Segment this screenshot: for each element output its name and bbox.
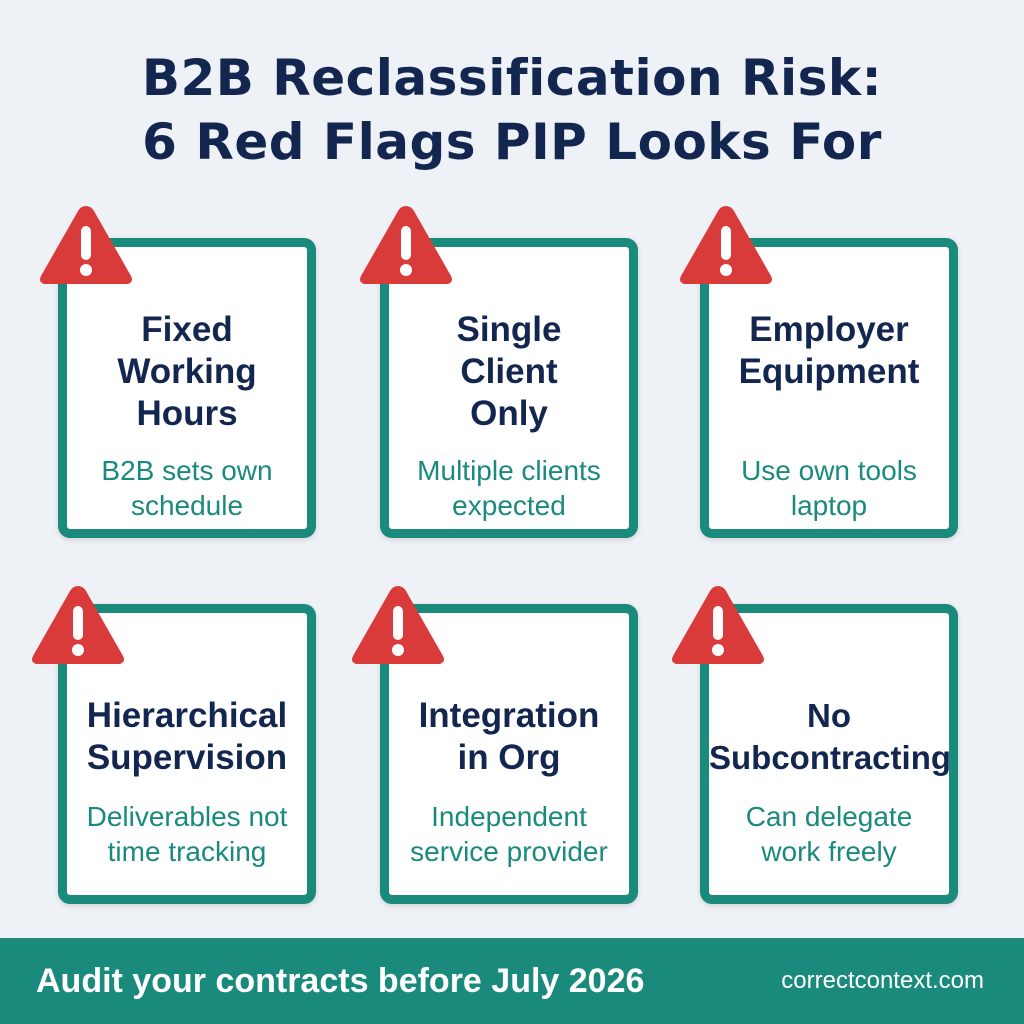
title-line-1: B2B Reclassification Risk:: [141, 49, 883, 107]
card-title: Integration in Org: [418, 696, 600, 777]
footer-website: correctcontext.com: [781, 967, 984, 994]
footer-call-to-action: Audit your contracts before July 2026: [36, 962, 645, 1000]
card-title: Hierarchical Supervision: [86, 696, 288, 777]
card-description: Independent service provider: [410, 801, 608, 867]
card-title: Fixed Working Hours: [117, 310, 257, 433]
card-description: Can delegate work freely: [745, 801, 913, 867]
card-description: Use own tools laptop: [741, 455, 917, 521]
red-flag-card-no-subcontracting: No Subcontracting Can delegate work free…: [700, 604, 958, 904]
red-flag-card-employer-equipment: Employer Equipment Use own tools laptop: [700, 238, 958, 538]
red-flag-card-integration-in-org: Integration in Org Independent service p…: [380, 604, 638, 904]
card-title: Employer Equipment: [738, 310, 920, 391]
card-title: No Subcontracting: [709, 697, 952, 776]
card-description: B2B sets own schedule: [101, 455, 273, 521]
red-flag-card-single-client-only: Single Client Only Multiple clients expe…: [380, 238, 638, 538]
red-flag-card-fixed-working-hours: Fixed Working Hours B2B sets own schedul…: [58, 238, 316, 538]
warning-triangle-icon: [672, 586, 764, 664]
warning-triangle-icon: [32, 586, 124, 664]
page-title: B2B Reclassification Risk: 6 Red Flags P…: [0, 46, 1024, 174]
warning-triangle-icon: [352, 586, 444, 664]
card-description: Multiple clients expected: [417, 455, 601, 521]
warning-triangle-icon: [680, 206, 772, 284]
footer-banner: Audit your contracts before July 2026 co…: [0, 938, 1024, 1024]
card-title: Single Client Only: [456, 310, 562, 433]
warning-triangle-icon: [360, 206, 452, 284]
warning-triangle-icon: [40, 206, 132, 284]
title-line-2: 6 Red Flags PIP Looks For: [142, 113, 882, 171]
card-description: Deliverables not time tracking: [86, 801, 288, 867]
